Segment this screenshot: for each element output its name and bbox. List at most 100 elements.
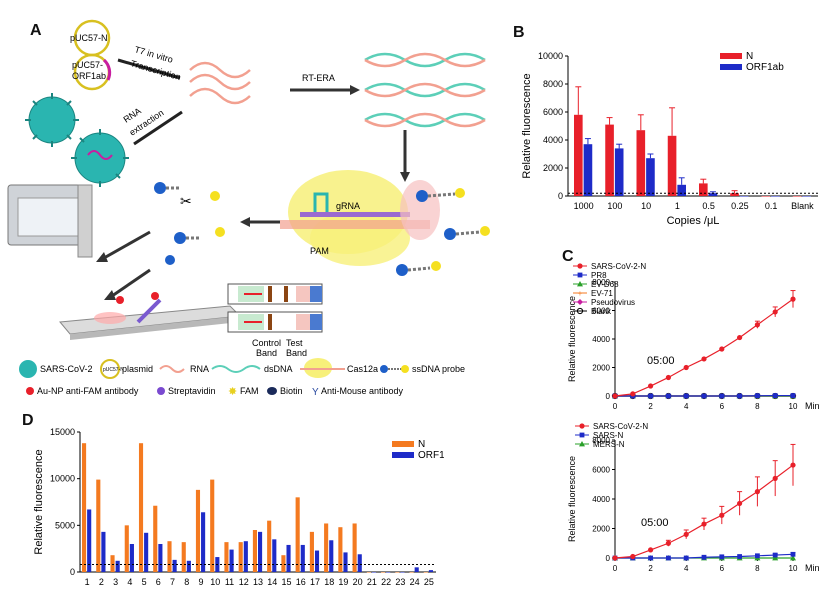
bar-n-21 bbox=[366, 572, 371, 573]
x-tick-label: 6 bbox=[720, 564, 725, 573]
x-tick-label: 24 bbox=[410, 577, 420, 587]
legend-marker bbox=[576, 307, 584, 315]
legend-swatch-orf1ab bbox=[720, 64, 742, 70]
point-sars-cov-2-n bbox=[790, 462, 796, 468]
x-tick-label: 6 bbox=[156, 577, 161, 587]
legend-sars: SARS-CoV-2 bbox=[40, 364, 93, 374]
x-tick-label: 8 bbox=[755, 402, 760, 411]
x-tick-label: 0.5 bbox=[702, 201, 715, 211]
point-sars-cov-2-n bbox=[665, 540, 671, 546]
x-axis-label: Copies /μL bbox=[667, 215, 720, 227]
legend-aunp: Au-NP anti-FAM antibody bbox=[37, 386, 139, 396]
fam-legend-icon: ✸ bbox=[228, 386, 237, 398]
y-tick-label: 4000 bbox=[592, 335, 610, 344]
point-sars-n bbox=[790, 551, 796, 557]
bar-orf1ab-22 bbox=[386, 572, 391, 573]
x-tick-label: 9 bbox=[199, 577, 204, 587]
x-axis-label: Min bbox=[805, 401, 820, 411]
x-tick-label: 0 bbox=[613, 564, 618, 573]
x-tick-label: 0.1 bbox=[765, 201, 778, 211]
y-axis-label: Relative fluorescence bbox=[567, 456, 577, 542]
x-tick-label: 3 bbox=[113, 577, 118, 587]
step-rtera-label: RT-ERA bbox=[302, 73, 335, 83]
bar-orf1ab-7 bbox=[172, 559, 177, 572]
rna-strands-icon bbox=[189, 61, 251, 105]
legend-label-orf1ab: ORF1ab bbox=[418, 450, 444, 461]
legend-label-pr8: PR8 bbox=[591, 271, 607, 280]
y-tick-label: 8000 bbox=[592, 436, 610, 445]
legend-fam: FAM bbox=[240, 386, 259, 396]
point-sars-cov-2-n bbox=[790, 296, 796, 302]
legend-swatch-orf1ab bbox=[392, 452, 414, 458]
panel-letter-c: C bbox=[562, 248, 574, 265]
virus-icon bbox=[25, 93, 79, 147]
point-pr8 bbox=[719, 393, 725, 399]
point-pr8 bbox=[701, 393, 707, 399]
bar-orf1ab-100 bbox=[614, 148, 624, 196]
y-tick-label: 8000 bbox=[543, 79, 563, 89]
legend-marker bbox=[579, 423, 585, 429]
time-annotation: 05:00 bbox=[647, 355, 675, 367]
point-sars-n bbox=[666, 555, 671, 561]
y-tick-label: 8000 bbox=[592, 278, 610, 287]
y-axis-label: Relative fluorescence bbox=[521, 73, 533, 178]
x-tick-label: 14 bbox=[267, 577, 277, 587]
plasmid-orf-label-a: pUC57- bbox=[72, 60, 103, 70]
x-tick-label: 20 bbox=[353, 577, 363, 587]
bar-n-5 bbox=[138, 443, 144, 572]
legend-plasmid: plasmid bbox=[122, 364, 153, 374]
bar-orf1ab-9 bbox=[201, 512, 206, 572]
x-tick-label: 15 bbox=[281, 577, 291, 587]
point-mers-n bbox=[790, 555, 796, 561]
legend-marker bbox=[577, 299, 583, 305]
legend-row-components: SARS-CoV-2 pUC57-N plasmid RNA dsDNA Cas… bbox=[19, 358, 465, 379]
streptavidin-legend-icon bbox=[157, 387, 165, 395]
x-tick-label: 25 bbox=[424, 577, 434, 587]
point-sars-cov-2-n bbox=[754, 489, 760, 495]
legend-plasmid-tag: pUC57-N bbox=[103, 367, 124, 373]
bar-orf1ab-5 bbox=[144, 532, 149, 572]
bar-orf1ab-1 bbox=[87, 509, 92, 572]
strip-result-positive bbox=[227, 283, 323, 305]
legend-cas: Cas12a bbox=[347, 364, 378, 374]
point-sars-n bbox=[772, 552, 778, 558]
bar-orf1ab-12 bbox=[243, 541, 248, 572]
legend-biotin: Biotin bbox=[280, 386, 303, 396]
plasmid-n-label: pUC57-N bbox=[70, 33, 108, 43]
point-sars-cov-2-n bbox=[612, 393, 618, 399]
bar-orf1ab-14 bbox=[272, 539, 277, 572]
point-sars-cov-2-n bbox=[665, 374, 671, 381]
x-tick-label: Blank bbox=[791, 201, 814, 211]
point-sars-cov-2-n bbox=[754, 322, 760, 328]
legend-label-sars-cov-2-n: SARS-CoV-2-N bbox=[593, 422, 648, 431]
bar-n-100 bbox=[605, 124, 614, 196]
y-tick-label: 5000 bbox=[55, 520, 75, 530]
bar-n-22 bbox=[381, 572, 386, 573]
antimouse-legend-icon: Y bbox=[312, 387, 319, 398]
test-band-label-b: Band bbox=[286, 348, 307, 358]
bar-n-10 bbox=[210, 479, 215, 572]
point-pr8 bbox=[790, 393, 796, 398]
bar-n-4 bbox=[124, 525, 129, 572]
y-tick-label: 2000 bbox=[592, 364, 610, 373]
point-sars-cov-2-n bbox=[772, 309, 778, 315]
grna-label: gRNA bbox=[336, 201, 360, 211]
legend-label-orf1ab: ORF1ab bbox=[746, 62, 784, 73]
x-tick-label: 4 bbox=[127, 577, 132, 587]
bar-n-25 bbox=[423, 572, 428, 573]
bar-orf1ab-21 bbox=[371, 572, 377, 573]
bar-n-20 bbox=[352, 523, 357, 572]
dsdna-legend-icon bbox=[211, 365, 261, 373]
bar-n-19 bbox=[338, 527, 343, 572]
x-tick-label: 0 bbox=[613, 402, 618, 411]
x-tick-label: 0.25 bbox=[731, 201, 749, 211]
bar-orf1ab-3 bbox=[115, 560, 120, 572]
sars-legend-icon bbox=[19, 360, 37, 378]
y-tick-label: 0 bbox=[558, 191, 563, 201]
y-tick-label: 4000 bbox=[592, 495, 610, 504]
bar-n-13 bbox=[252, 530, 257, 572]
